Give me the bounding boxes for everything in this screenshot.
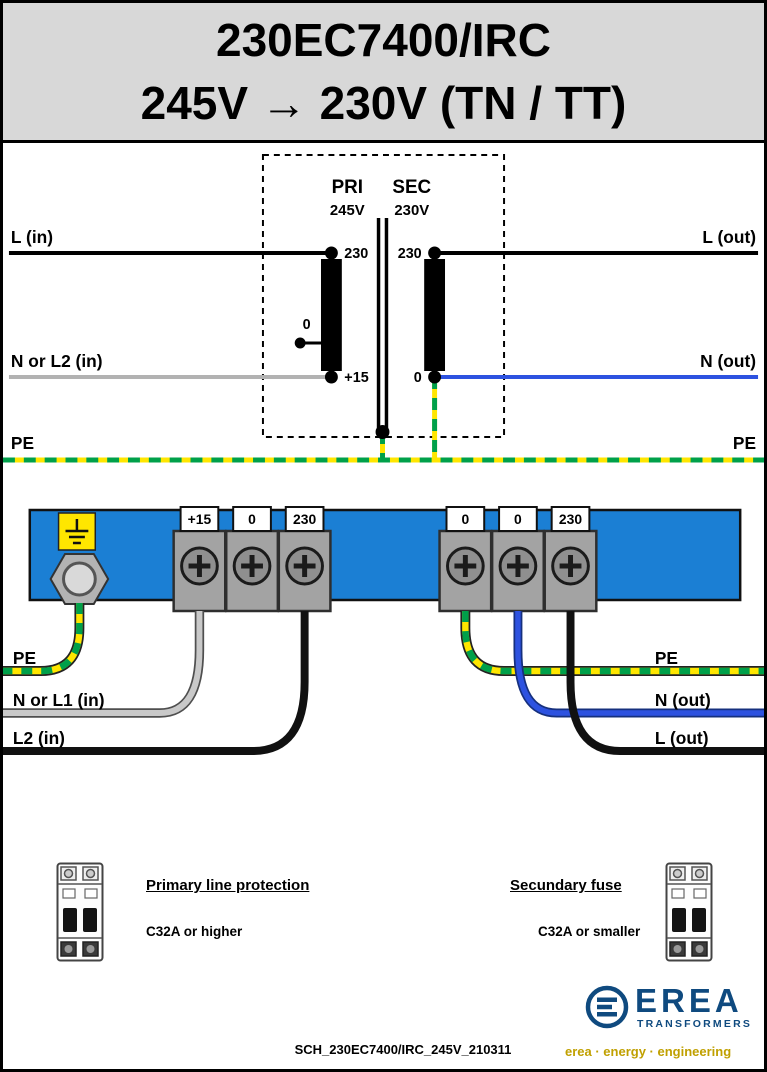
pe-right-wire-label: PE bbox=[655, 648, 678, 668]
pri-label: PRI bbox=[332, 177, 363, 198]
line-wire-right bbox=[566, 611, 764, 755]
pri-voltage-label: 245V bbox=[330, 202, 365, 219]
brand-subtitle: TRANSFORMERS bbox=[637, 1018, 753, 1030]
transformer-core-icon bbox=[375, 218, 390, 439]
primary-protection-spec: C32A or higher bbox=[146, 924, 243, 939]
terminal-label: 0 bbox=[461, 511, 469, 527]
sec-voltage-label: 230V bbox=[394, 202, 429, 219]
n-out-wire-label: N (out) bbox=[655, 690, 711, 710]
terminal-right-3: 230 bbox=[543, 506, 598, 613]
title-block: 230EC7400/IRC 245V → 230V (TN / TT) bbox=[3, 3, 764, 143]
l-out-label: L (out) bbox=[702, 227, 756, 247]
transformer-boundary-box bbox=[261, 154, 506, 438]
circuit-breaker-icon bbox=[56, 862, 104, 962]
secondary-winding bbox=[424, 246, 446, 384]
circuit-breaker-icon bbox=[665, 862, 713, 962]
pe-bus-line bbox=[3, 377, 764, 463]
earth-symbol-icon bbox=[57, 512, 97, 551]
terminal-right-2: 0 bbox=[490, 506, 545, 613]
pe-wire-left bbox=[3, 603, 85, 676]
din-rail-bar bbox=[28, 508, 742, 602]
pri-tap-230-label: 230 bbox=[344, 246, 368, 262]
l2-left-wire-label: L2 (in) bbox=[13, 728, 65, 748]
terminal-label: 230 bbox=[293, 511, 316, 527]
terminal-label: 0 bbox=[248, 511, 256, 527]
secondary-fuse-title: Secundary fuse bbox=[510, 877, 622, 894]
l-out-wire-label: L (out) bbox=[655, 728, 709, 748]
terminal-block-drawing: +15 0 230 0 0 bbox=[3, 506, 764, 755]
erea-logo-icon bbox=[585, 985, 629, 1029]
n-left-wire-label: N or L1 (in) bbox=[13, 690, 105, 710]
line-wire-left bbox=[3, 611, 309, 755]
n-in-label: N or L2 (in) bbox=[11, 351, 103, 371]
terminal-left-1: +15 bbox=[172, 506, 227, 613]
pri-tap-0-label: 0 bbox=[303, 317, 311, 333]
terminal-label: +15 bbox=[188, 511, 212, 527]
terminal-left-2: 0 bbox=[224, 506, 280, 613]
primary-winding bbox=[294, 246, 342, 384]
terminal-left-3: 230 bbox=[277, 506, 332, 613]
terminal-right-1: 0 bbox=[438, 506, 493, 613]
sec-label: SEC bbox=[392, 177, 431, 198]
secondary-fuse-spec: C32A or smaller bbox=[538, 924, 641, 939]
pe-wire-right bbox=[460, 611, 764, 676]
voltage-conversion-title: 245V → 230V (TN / TT) bbox=[140, 76, 627, 129]
ground-gland bbox=[49, 553, 110, 605]
terminal-label: 230 bbox=[559, 511, 582, 527]
brand-name: EREA bbox=[635, 982, 743, 1019]
neutral-wire-left bbox=[3, 611, 205, 718]
pe-right-label: PE bbox=[733, 433, 756, 453]
sec-tap-230-label: 230 bbox=[398, 246, 422, 262]
neutral-wire-right bbox=[513, 611, 764, 718]
primary-protection-title: Primary line protection bbox=[146, 877, 310, 894]
pe-left-wire-label: PE bbox=[13, 648, 36, 668]
terminal-label: 0 bbox=[514, 511, 522, 527]
l-in-label: L (in) bbox=[11, 227, 53, 247]
pe-left-label: PE bbox=[11, 433, 34, 453]
document-reference: SCH_230EC7400/IRC_245V_210311 bbox=[294, 1042, 512, 1057]
pri-tap-plus15-label: +15 bbox=[344, 370, 368, 386]
model-title: 230EC7400/IRC bbox=[216, 14, 551, 67]
sec-tap-0-label: 0 bbox=[414, 370, 422, 386]
n-out-label: N (out) bbox=[700, 351, 756, 371]
brand-tagline: erea · energy · engineering bbox=[565, 1044, 732, 1059]
transformer-schematic: PRI SEC 245V 230V 230 0 bbox=[3, 154, 764, 463]
